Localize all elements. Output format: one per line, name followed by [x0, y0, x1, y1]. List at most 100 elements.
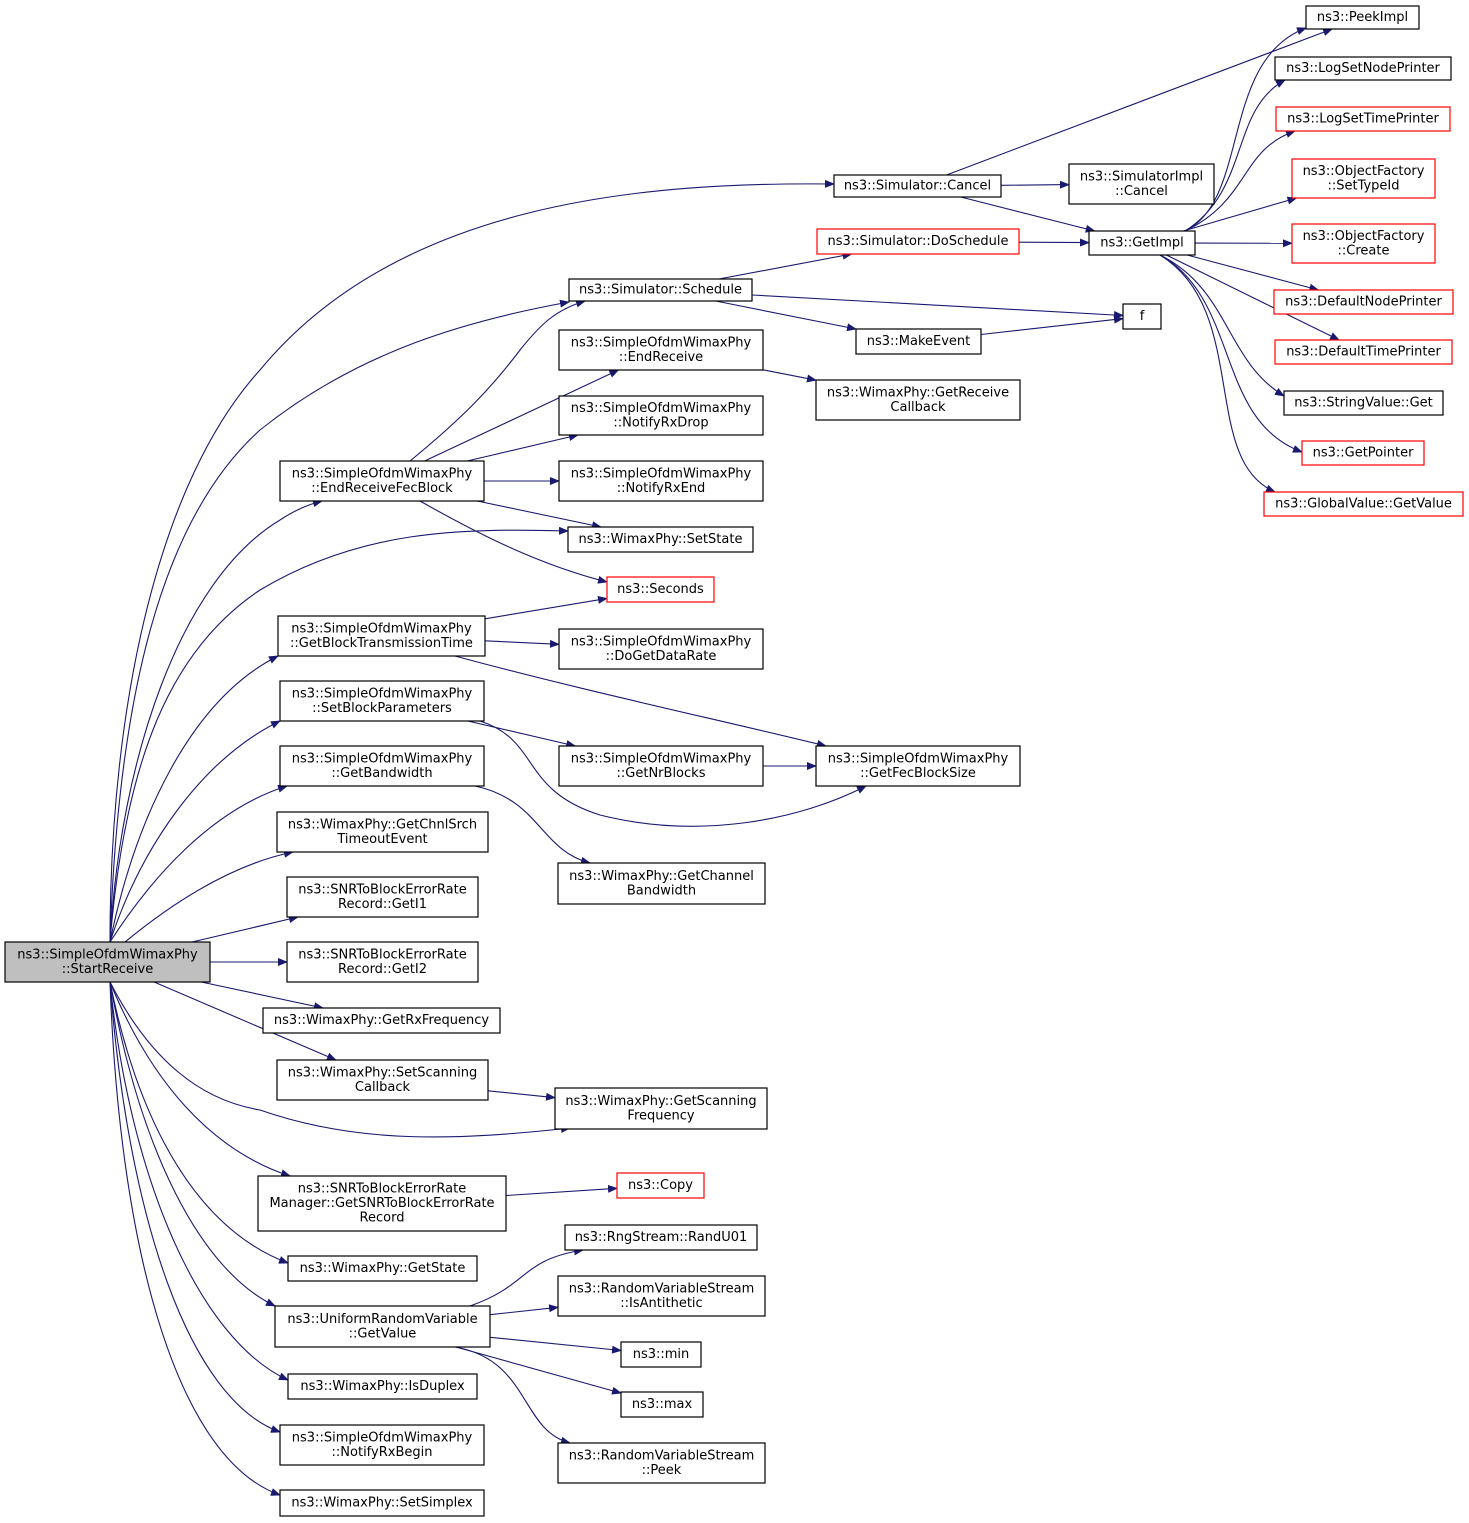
node-simulator_cancel[interactable]: ns3::Simulator::Cancel	[833, 174, 1002, 198]
node-box[interactable]	[855, 328, 982, 355]
node-box[interactable]	[1068, 163, 1215, 205]
node-box[interactable]	[279, 1489, 485, 1517]
node-dogetdatarate[interactable]: ns3::SimpleOfdmWimaxPhy::DoGetDataRate	[558, 628, 764, 670]
node-isantithetic[interactable]: ns3::RandomVariableStream::IsAntithetic	[557, 1275, 766, 1317]
node-box[interactable]	[257, 1175, 507, 1232]
node-box[interactable]	[274, 1305, 491, 1348]
node-peekimpl[interactable]: ns3::PeekImpl	[1305, 5, 1420, 30]
node-simulatorimpl_cancel[interactable]: ns3::SimulatorImpl::Cancel	[1068, 163, 1215, 205]
node-box[interactable]	[557, 1275, 766, 1317]
node-box[interactable]	[554, 1087, 768, 1130]
node-setstate[interactable]: ns3::WimaxPhy::SetState	[567, 526, 754, 553]
node-box[interactable]	[286, 941, 479, 983]
node-box[interactable]	[279, 745, 485, 787]
node-box[interactable]	[287, 1373, 478, 1400]
node-getpointer[interactable]: ns3::GetPointer	[1301, 440, 1425, 466]
node-getrxfrequency[interactable]: ns3::WimaxPhy::GetRxFrequency	[262, 1007, 501, 1034]
node-notifyrxdrop[interactable]: ns3::SimpleOfdmWimaxPhy::NotifyRxDrop	[558, 395, 764, 436]
node-box[interactable]	[815, 745, 1021, 787]
node-box[interactable]	[558, 329, 764, 371]
node-box[interactable]	[558, 395, 764, 436]
node-defaultnodeprinter[interactable]: ns3::DefaultNodePrinter	[1273, 289, 1454, 315]
node-box[interactable]	[567, 526, 754, 553]
node-box[interactable]	[4, 941, 211, 983]
node-box[interactable]	[286, 876, 479, 918]
node-box[interactable]	[557, 1442, 766, 1484]
node-start_receive[interactable]: ns3::SimpleOfdmWimaxPhy::StartReceive	[4, 941, 211, 983]
node-endreceivefecblock[interactable]: ns3::SimpleOfdmWimaxPhy::EndReceiveFecBl…	[279, 460, 485, 502]
node-setblockparameters[interactable]: ns3::SimpleOfdmWimaxPhy::SetBlockParamet…	[279, 680, 485, 722]
node-box[interactable]	[277, 615, 486, 657]
node-box[interactable]	[1274, 339, 1453, 365]
node-f[interactable]: f	[1122, 303, 1162, 330]
node-box[interactable]	[276, 1059, 489, 1101]
node-box[interactable]	[568, 278, 753, 302]
node-schedule[interactable]: ns3::Simulator::Schedule	[568, 278, 753, 302]
node-randu01[interactable]: ns3::RngStream::RandU01	[564, 1224, 758, 1251]
node-box[interactable]	[287, 1255, 478, 1282]
node-box[interactable]	[279, 1424, 485, 1466]
node-box[interactable]	[1283, 390, 1444, 416]
node-box[interactable]	[1122, 303, 1162, 330]
node-stringvalue_get[interactable]: ns3::StringValue::Get	[1283, 390, 1444, 416]
node-box[interactable]	[620, 1341, 702, 1368]
node-min[interactable]: ns3::min	[620, 1341, 702, 1368]
node-seconds[interactable]: ns3::Seconds	[606, 576, 715, 603]
node-box[interactable]	[557, 862, 766, 905]
node-box[interactable]	[1305, 5, 1420, 30]
node-getnrblocks[interactable]: ns3::SimpleOfdmWimaxPhy::GetNrBlocks	[558, 745, 764, 787]
node-box[interactable]	[558, 745, 764, 787]
node-box[interactable]	[279, 460, 485, 502]
node-logsetnodeprinter[interactable]: ns3::LogSetNodePrinter	[1274, 56, 1452, 81]
node-getfecblocksize[interactable]: ns3::SimpleOfdmWimaxPhy::GetFecBlockSize	[815, 745, 1021, 787]
node-box[interactable]	[833, 174, 1002, 198]
node-box[interactable]	[616, 1172, 705, 1199]
node-notifyrxbegin[interactable]: ns3::SimpleOfdmWimaxPhy::NotifyRxBegin	[279, 1424, 485, 1466]
node-box[interactable]	[564, 1224, 758, 1251]
node-box[interactable]	[816, 228, 1020, 255]
node-box[interactable]	[279, 680, 485, 722]
node-box[interactable]	[1274, 56, 1452, 81]
node-makeevent[interactable]: ns3::MakeEvent	[855, 328, 982, 355]
node-box[interactable]	[558, 628, 764, 670]
node-uniform_getvalue[interactable]: ns3::UniformRandomVariable::GetValue	[274, 1305, 491, 1348]
node-objectfactory_settypeid[interactable]: ns3::ObjectFactory::SetTypeId	[1291, 158, 1436, 199]
node-defaulttimeprinter[interactable]: ns3::DefaultTimePrinter	[1274, 339, 1453, 365]
node-box[interactable]	[1291, 223, 1436, 264]
node-box[interactable]	[558, 460, 764, 502]
node-getsnrtoblockerrorraterecord[interactable]: ns3::SNRToBlockErrorRateManager::GetSNRT…	[257, 1175, 507, 1232]
node-getblocktransmissiontime[interactable]: ns3::SimpleOfdmWimaxPhy::GetBlockTransmi…	[277, 615, 486, 657]
node-box[interactable]	[1273, 289, 1454, 315]
node-box[interactable]	[1301, 440, 1425, 466]
node-box[interactable]	[1275, 106, 1451, 132]
node-notifyrxend[interactable]: ns3::SimpleOfdmWimaxPhy::NotifyRxEnd	[558, 460, 764, 502]
node-peek[interactable]: ns3::RandomVariableStream::Peek	[557, 1442, 766, 1484]
node-isduplex[interactable]: ns3::WimaxPhy::IsDuplex	[287, 1373, 478, 1400]
node-getimpl[interactable]: ns3::GetImpl	[1088, 230, 1196, 256]
node-objectfactory_create[interactable]: ns3::ObjectFactory::Create	[1291, 223, 1436, 264]
node-box[interactable]	[1088, 230, 1196, 256]
node-box[interactable]	[1291, 158, 1436, 199]
node-copy[interactable]: ns3::Copy	[616, 1172, 705, 1199]
node-doschedule[interactable]: ns3::Simulator::DoSchedule	[816, 228, 1020, 255]
node-endreceive[interactable]: ns3::SimpleOfdmWimaxPhy::EndReceive	[558, 329, 764, 371]
node-globalvalue_getvalue[interactable]: ns3::GlobalValue::GetValue	[1263, 491, 1464, 517]
node-getstate[interactable]: ns3::WimaxPhy::GetState	[287, 1255, 478, 1282]
node-setsimplex[interactable]: ns3::WimaxPhy::SetSimplex	[279, 1489, 485, 1517]
node-box[interactable]	[276, 811, 489, 853]
node-getbandwidth[interactable]: ns3::SimpleOfdmWimaxPhy::GetBandwidth	[279, 745, 485, 787]
node-box[interactable]	[606, 576, 715, 603]
node-box[interactable]	[1263, 491, 1464, 517]
node-box[interactable]	[815, 379, 1021, 421]
node-box[interactable]	[262, 1007, 501, 1034]
node-logsettimeprinter[interactable]: ns3::LogSetTimePrinter	[1275, 106, 1451, 132]
node-max[interactable]: ns3::max	[620, 1391, 704, 1418]
node-box[interactable]	[620, 1391, 704, 1418]
